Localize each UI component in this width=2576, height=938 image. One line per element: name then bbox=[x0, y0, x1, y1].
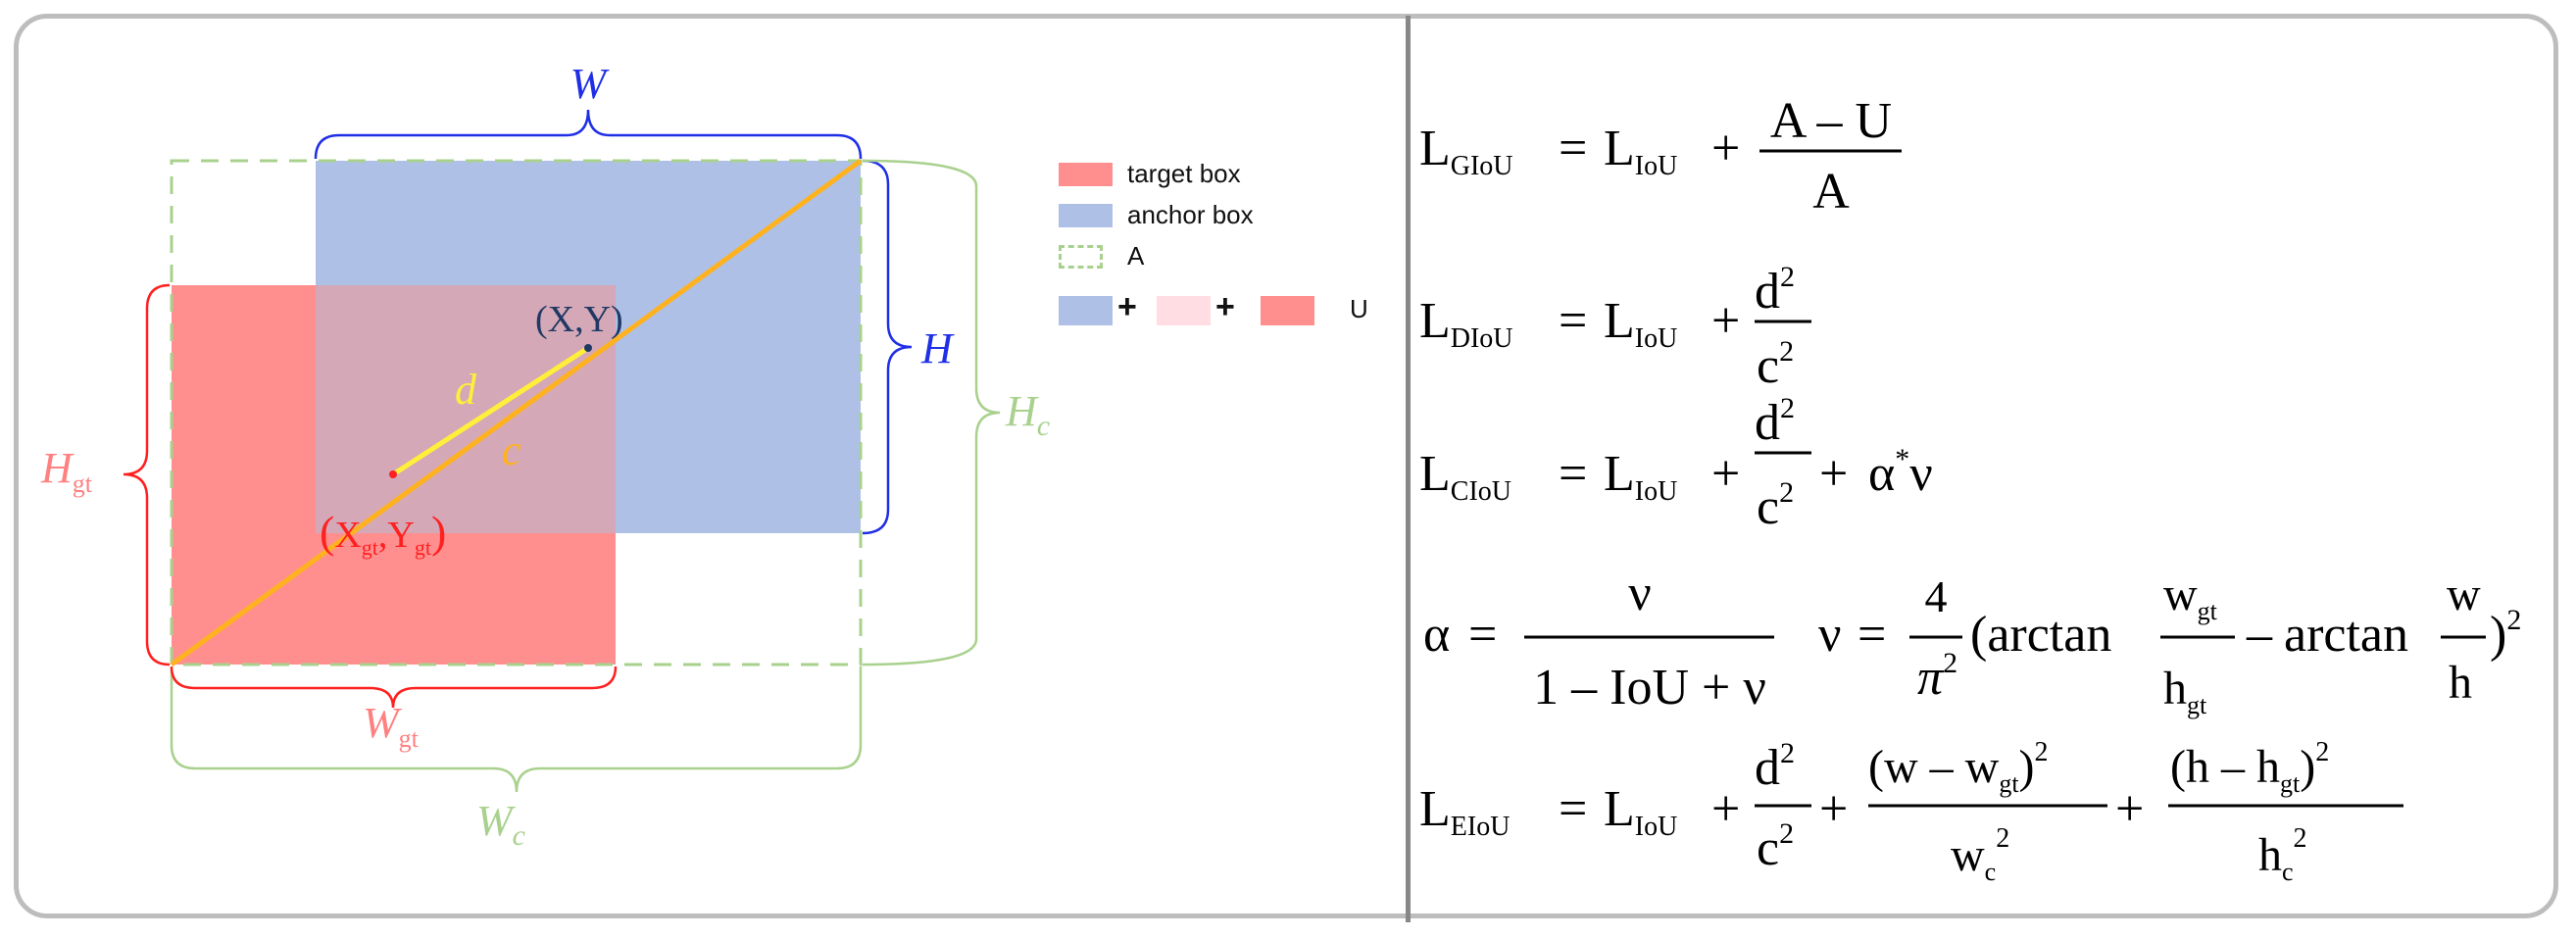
label-XY: (X,Y) bbox=[535, 299, 623, 340]
label-Wgt: Wgt bbox=[363, 699, 420, 753]
formula-diou: LDIoU = LIoU + d2 c2 bbox=[1419, 261, 1811, 394]
svg-text:wc2: wc2 bbox=[1951, 823, 2009, 886]
formula-panel: LGIoU = LIoU + A – U A LDIoU = LIoU + d2… bbox=[1419, 93, 2521, 886]
label-W: W bbox=[570, 60, 610, 108]
svg-text:+: + bbox=[1711, 121, 1740, 176]
svg-text:α*ν: α*ν bbox=[1868, 443, 1933, 502]
formula-nu: ν = 4 π2 (arctan wgt hgt – arctan w h )2 bbox=[1818, 568, 2521, 719]
legend-label-union: U bbox=[1350, 294, 1368, 323]
svg-text:+: + bbox=[1819, 781, 1848, 837]
label-Hc: Hc bbox=[1005, 387, 1050, 442]
svg-text:c2: c2 bbox=[1757, 335, 1794, 394]
svg-text:4: 4 bbox=[1925, 571, 1948, 621]
legend-swatch-A bbox=[1059, 245, 1103, 269]
legend-label-A: A bbox=[1127, 241, 1145, 271]
svg-text:π2: π2 bbox=[1917, 647, 1957, 706]
svg-text:=: = bbox=[1559, 293, 1587, 349]
label-Hgt: Hgt bbox=[40, 444, 93, 498]
svg-text:hc2: hc2 bbox=[2258, 823, 2307, 886]
svg-text:h: h bbox=[2449, 657, 2472, 709]
iou-diagram: W H Hc Wc Hgt Wgt d c (X,Y) (Xgt,Ygt) bbox=[40, 60, 1050, 852]
label-H: H bbox=[920, 324, 955, 372]
svg-text:d2: d2 bbox=[1755, 737, 1795, 796]
svg-text:α: α bbox=[1423, 607, 1450, 663]
svg-text:=: = bbox=[1559, 121, 1587, 176]
brace-Hc bbox=[862, 159, 1001, 666]
svg-text:arctan: arctan bbox=[2284, 607, 2408, 663]
overlap-region bbox=[316, 285, 616, 533]
svg-text:ν: ν bbox=[1628, 566, 1652, 621]
svg-text:LIoU: LIoU bbox=[1604, 446, 1677, 507]
legend-swatch-target bbox=[1059, 163, 1113, 186]
diagonal-c bbox=[170, 158, 863, 667]
svg-text:(arctan: (arctan bbox=[1970, 607, 2111, 663]
svg-text:LCIoU: LCIoU bbox=[1419, 446, 1511, 507]
svg-text:+: + bbox=[1711, 293, 1740, 349]
formula-giou: LGIoU = LIoU + A – U A bbox=[1419, 93, 1902, 220]
legend-swatch-union-anchor bbox=[1059, 296, 1113, 325]
svg-text:=: = bbox=[1468, 607, 1497, 663]
svg-text:(h – hgt)2: (h – hgt)2 bbox=[2170, 737, 2329, 798]
legend-plus-1: + bbox=[1117, 288, 1137, 325]
svg-text:1 – IoU + ν: 1 – IoU + ν bbox=[1533, 660, 1766, 716]
svg-text:+: + bbox=[1819, 446, 1848, 502]
svg-text:+: + bbox=[1711, 446, 1740, 502]
svg-text:wgt: wgt bbox=[2163, 568, 2218, 625]
legend-plus-2: + bbox=[1215, 288, 1235, 325]
formula-eiou: LEIoU = LIoU + d2 c2 + (w – wgt)2 wc2 + … bbox=[1419, 737, 2403, 886]
formula-alpha: α = ν 1 – IoU + ν bbox=[1423, 566, 1774, 716]
svg-text:A – U: A – U bbox=[1770, 93, 1892, 149]
brace-H bbox=[862, 159, 913, 535]
label-c: c bbox=[502, 426, 521, 474]
legend-label-target: target box bbox=[1127, 159, 1241, 188]
enclosing-box-A bbox=[170, 159, 863, 666]
formula-ciou: LCIoU = LIoU + d2 c2 + α*ν bbox=[1419, 392, 1933, 535]
brace-Hgt bbox=[123, 283, 171, 666]
brace-W bbox=[314, 109, 863, 160]
svg-text:c2: c2 bbox=[1757, 476, 1794, 535]
legend-swatch-union-target bbox=[1261, 296, 1314, 325]
legend-swatch-anchor bbox=[1059, 204, 1113, 227]
svg-text:LEIoU: LEIoU bbox=[1419, 781, 1510, 842]
svg-text:d2: d2 bbox=[1755, 261, 1795, 320]
svg-text:+: + bbox=[2115, 781, 2144, 837]
legend-item-union: + + U bbox=[1059, 288, 1382, 325]
svg-text:LGIoU: LGIoU bbox=[1419, 121, 1513, 181]
label-Xgt-Ygt: (Xgt,Ygt) bbox=[320, 507, 446, 560]
outer-frame bbox=[14, 14, 2558, 918]
label-Wc: Wc bbox=[476, 797, 525, 852]
svg-text:)2: )2 bbox=[2490, 604, 2521, 663]
svg-text:hgt: hgt bbox=[2163, 663, 2207, 719]
svg-text:LIoU: LIoU bbox=[1604, 781, 1677, 842]
panel-divider bbox=[1406, 16, 1411, 922]
target-center-point bbox=[389, 470, 397, 478]
distance-d bbox=[391, 345, 590, 477]
svg-text:A: A bbox=[1812, 164, 1850, 220]
legend-label-anchor: anchor box bbox=[1127, 200, 1254, 229]
svg-text:LIoU: LIoU bbox=[1604, 293, 1677, 354]
label-d: d bbox=[455, 366, 477, 414]
svg-text:ν: ν bbox=[1818, 607, 1842, 663]
svg-text:–: – bbox=[2246, 607, 2273, 663]
svg-text:LDIoU: LDIoU bbox=[1419, 293, 1513, 354]
anchor-center-point bbox=[584, 344, 592, 352]
svg-text:(w – wgt)2: (w – wgt)2 bbox=[1868, 737, 2049, 798]
svg-text:=: = bbox=[1559, 446, 1587, 502]
brace-Wgt bbox=[170, 666, 618, 709]
svg-text:=: = bbox=[1559, 781, 1587, 837]
svg-text:c2: c2 bbox=[1757, 817, 1794, 876]
svg-text:=: = bbox=[1858, 607, 1886, 663]
svg-text:w: w bbox=[2447, 568, 2481, 620]
svg-text:+: + bbox=[1711, 781, 1740, 837]
svg-text:LIoU: LIoU bbox=[1604, 121, 1677, 181]
svg-text:d2: d2 bbox=[1755, 392, 1795, 451]
brace-Wc bbox=[170, 666, 863, 793]
legend-swatch-union-overlap bbox=[1157, 296, 1211, 325]
